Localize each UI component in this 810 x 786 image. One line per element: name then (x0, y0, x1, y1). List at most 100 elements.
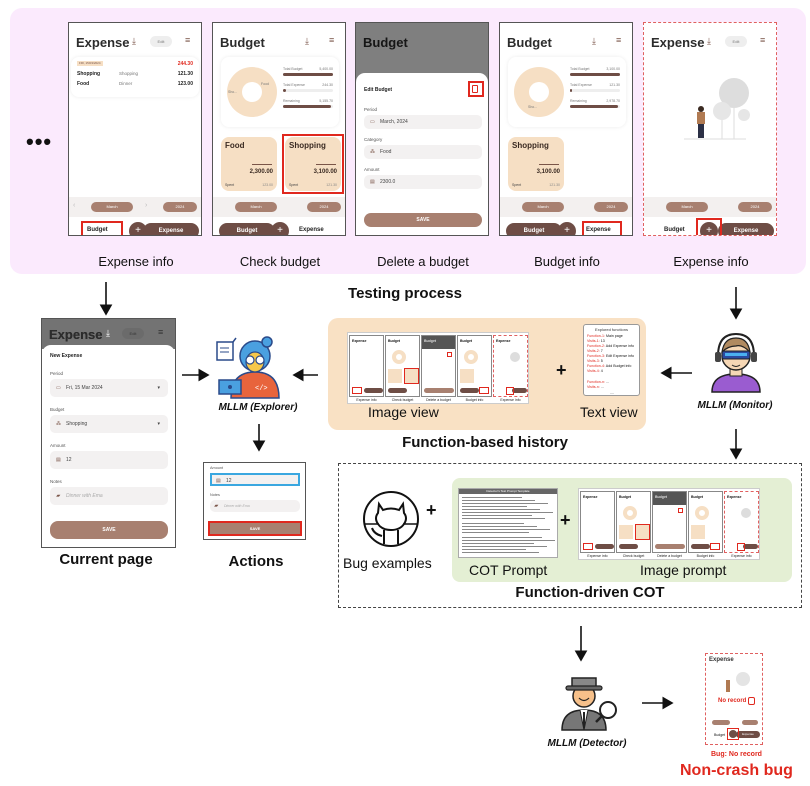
save-button[interactable]: SAVE (364, 213, 482, 227)
cot-text-line (462, 512, 553, 513)
delete-icon[interactable] (472, 85, 478, 93)
plus-sign: + (556, 360, 567, 380)
budget-tab[interactable]: Budget (506, 223, 562, 235)
notes-field[interactable]: ▰Dinner with Ema (210, 500, 300, 512)
year-pill[interactable]: 2024 (307, 202, 341, 212)
highlight-box (727, 728, 739, 740)
spent-value: 121.30 (549, 183, 560, 187)
dropdown-icon: ▾ (157, 421, 160, 427)
function-key: Visits-n: (587, 385, 600, 389)
field-value: 2300.0 (380, 179, 396, 185)
save-button-action[interactable]: SAVE (208, 521, 302, 536)
category-card-shopping[interactable]: Shopping 3,100.00 Spent 121.30 (508, 137, 564, 191)
add-button[interactable]: + (700, 222, 718, 235)
dropdown-icon: ▾ (157, 385, 160, 391)
menu-icon[interactable]: ≡ (158, 327, 164, 337)
edit-button[interactable]: Edit (150, 36, 172, 47)
stat-label: Remaining (570, 99, 587, 103)
amount-field[interactable]: ▤2300.0 (364, 175, 482, 189)
month-pill[interactable]: March (666, 202, 708, 212)
add-button[interactable]: + (129, 222, 147, 235)
prev-icon[interactable]: ‹ (73, 202, 76, 209)
cot-prompt-document: Detector's Test Prompt Template (458, 488, 558, 558)
stat-bar (283, 73, 333, 76)
amount-field[interactable]: ▤12 (50, 451, 168, 469)
screen-check-budget: Budget ⤓ ≡ Sho... Food Total Budget 5,40… (212, 22, 346, 236)
cot-text-line (462, 552, 539, 553)
expense-tab[interactable]: Expense (299, 227, 324, 233)
text-view-label: Text view (580, 404, 638, 420)
modal-overlay[interactable] (42, 319, 175, 349)
menu-icon[interactable]: ≡ (760, 35, 766, 45)
highlight-box (282, 134, 344, 194)
month-pill[interactable]: March (522, 202, 564, 212)
field-value: 12 (66, 457, 72, 463)
budget-tab[interactable]: Budget (219, 223, 275, 235)
menu-icon[interactable]: ≡ (185, 35, 191, 45)
budget-tab[interactable]: Budget (714, 733, 726, 737)
field-label: Period (364, 107, 378, 112)
month-pill[interactable]: March (91, 202, 133, 212)
year-pill[interactable]: 2024 (738, 202, 772, 212)
add-button[interactable] (729, 730, 737, 738)
row-note: Shopping (119, 71, 139, 76)
save-button[interactable]: SAVE (50, 521, 168, 539)
text-view-line: Function-2: Add Expense info (587, 344, 634, 348)
cot-text-line (462, 509, 540, 510)
image-prompt-label: Image prompt (640, 562, 727, 578)
screen-title: Expense (651, 35, 705, 50)
edit-button[interactable]: Edit (725, 36, 747, 47)
period-field[interactable]: ▭Fri, 15 Mar 2024▾ (50, 379, 168, 397)
bug-icon (748, 697, 755, 705)
row-amount: 121.30 (177, 71, 193, 77)
mini-caption: Delete a budget (657, 554, 682, 558)
expense-tab[interactable]: Expense (718, 223, 774, 235)
amount-field-action[interactable]: ▤12 (210, 473, 300, 486)
field-value: Shopping (66, 421, 88, 427)
year-pill[interactable]: 2024 (163, 202, 197, 212)
add-button[interactable]: + (558, 222, 576, 235)
stat-bar-fill (283, 105, 331, 108)
category-card-shopping[interactable]: Shopping 3,100.00 Spent 121.30 (285, 137, 341, 191)
expense-tab[interactable]: Expense (143, 223, 199, 235)
stat-bar-fill (283, 73, 333, 76)
svg-text:</>: </> (255, 385, 268, 393)
year-pill[interactable] (742, 720, 758, 725)
month-pill[interactable]: March (235, 202, 277, 212)
menu-icon[interactable]: ≡ (329, 35, 335, 45)
menu-icon[interactable]: ≡ (616, 35, 622, 45)
download-icon[interactable]: ⤓ (707, 36, 711, 46)
stat-bar (570, 105, 620, 108)
category-field[interactable]: ⁂Food (364, 145, 482, 159)
budget-field[interactable]: ⁂Shopping▾ (50, 415, 168, 433)
field-label: Notes (50, 479, 62, 484)
donut-label: Sho... (228, 90, 238, 94)
notes-field[interactable]: ▰Dinner with Ema (50, 487, 168, 505)
category-name: Shopping (289, 141, 326, 150)
no-record-text: No record (718, 698, 747, 704)
mini-screen: Budget (616, 491, 651, 553)
cot-text-line (462, 540, 555, 541)
function-key: Function-1: (587, 334, 605, 338)
text-view-line: Visits-n: ... (587, 385, 604, 389)
month-nav: ‹ March › 2024 (69, 197, 201, 217)
section-title-history: Function-based history (402, 434, 568, 451)
download-icon[interactable]: ⤓ (106, 328, 110, 338)
field-value: March, 2024 (380, 119, 408, 125)
download-icon[interactable]: ⤓ (592, 36, 596, 46)
expense-tab[interactable]: Expense (736, 731, 760, 738)
function-key: Visits-4: (587, 369, 600, 373)
period-field[interactable]: ▭March, 2024 (364, 115, 482, 129)
download-icon[interactable]: ⤓ (305, 36, 309, 46)
expense-tab[interactable]: Expense (586, 227, 611, 233)
category-card-food[interactable]: Food 2,300.00 Spent 123.00 (221, 137, 277, 191)
budget-tab[interactable]: Budget (664, 227, 685, 233)
screen-expense-info: Expense ⤓ Edit ≡ FRI, 15/03/2024 244.30 … (68, 22, 202, 236)
add-button[interactable]: + (271, 222, 289, 235)
year-pill[interactable]: 2024 (594, 202, 628, 212)
month-pill[interactable] (712, 720, 730, 725)
next-icon[interactable]: › (145, 202, 148, 209)
cot-text-line (462, 523, 524, 524)
budget-tab[interactable]: Budget (87, 227, 108, 233)
download-icon[interactable]: ⤓ (132, 36, 136, 46)
